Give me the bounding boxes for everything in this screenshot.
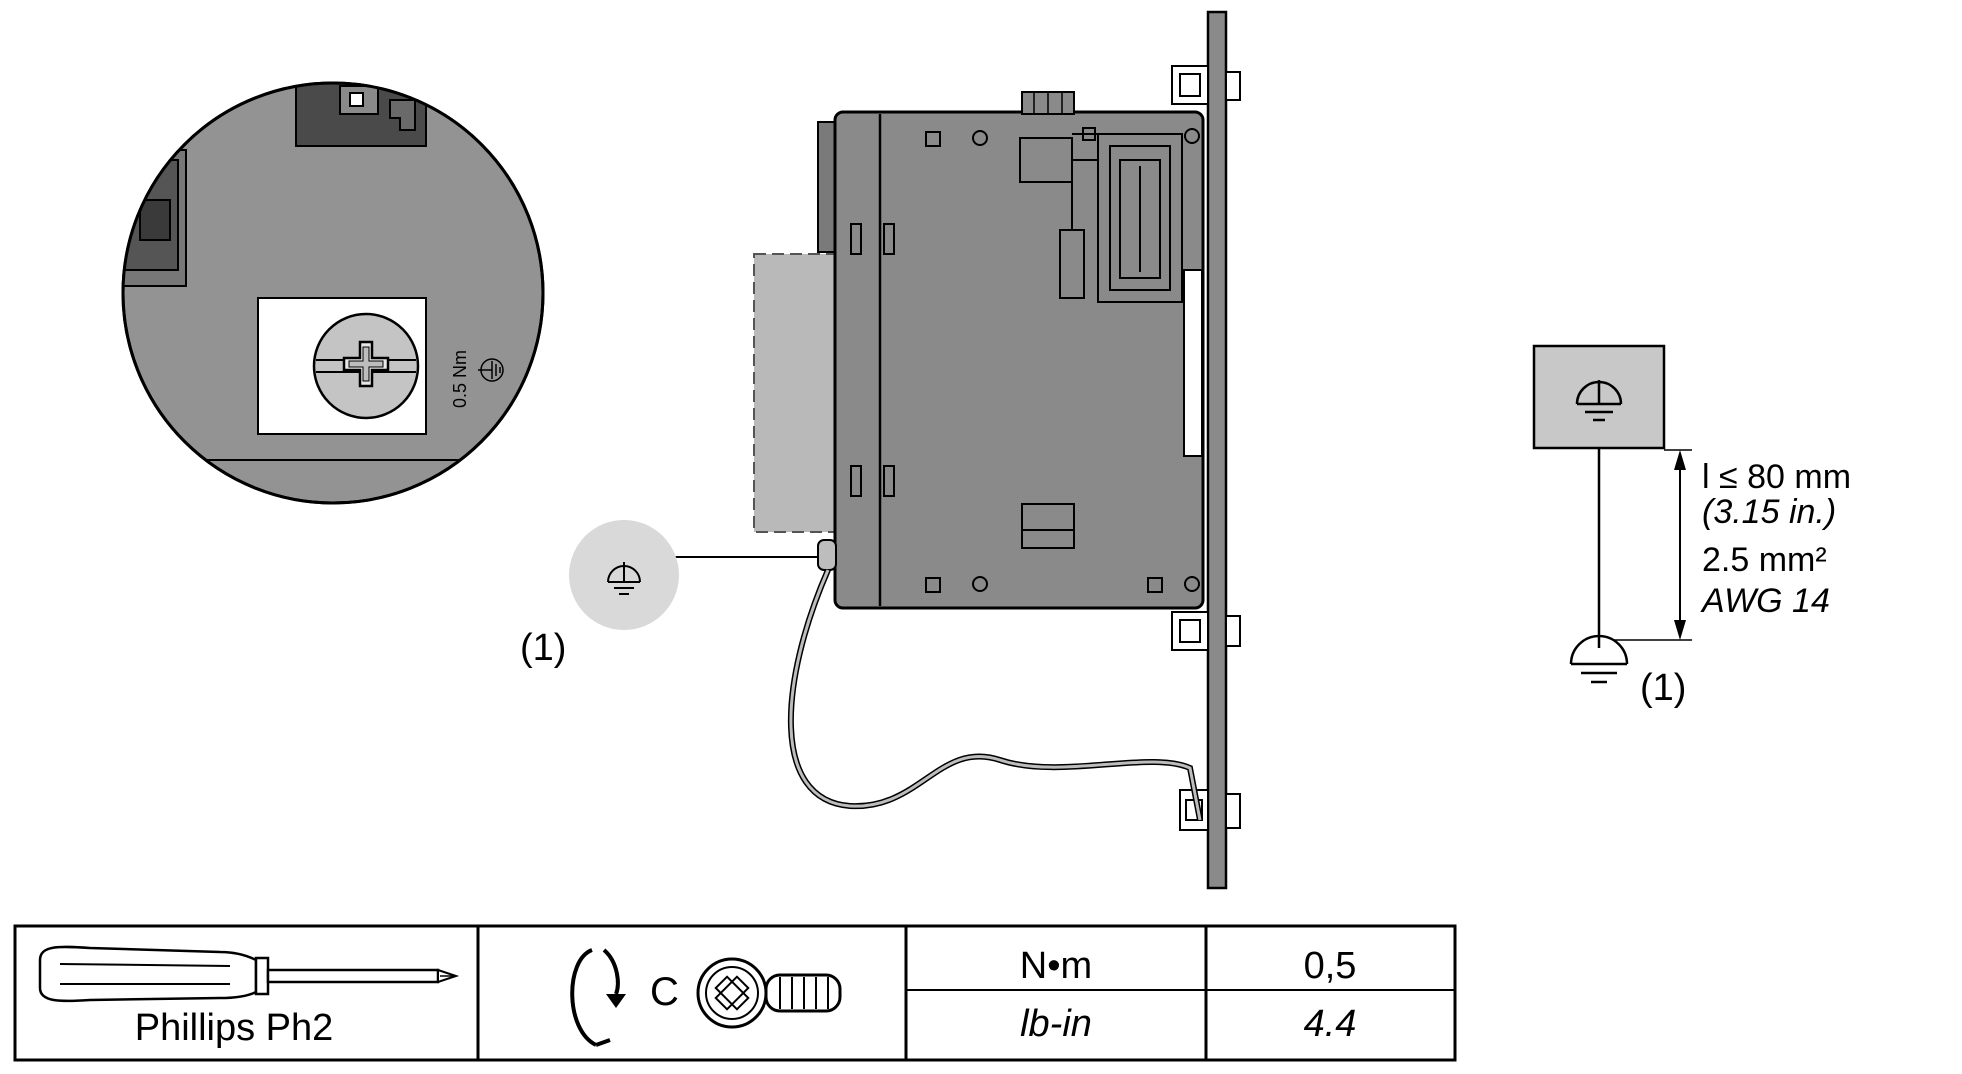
length-limit-label: l ≤ 80 mm	[1702, 458, 1851, 496]
torque-unit-imperial: lb-in	[1020, 1003, 1092, 1045]
magnifier-detail: 0.5 Nm	[121, 81, 545, 505]
torque-value-metric: 0,5	[1304, 945, 1357, 987]
screw-icon	[696, 957, 842, 1029]
magnifier-ground-icon	[478, 358, 504, 382]
schematic-callout-label: (1)	[1640, 667, 1686, 709]
ground-screw-icon	[312, 312, 420, 420]
ground-schematic: l ≤ 80 mm (3.15 in.) 2.5 mm² AWG 14 (1)	[1532, 344, 1851, 709]
mounting-clip	[1171, 65, 1241, 105]
torque-unit-metric: N•m	[1020, 945, 1092, 987]
magnifier-torque-label: 0.5 Nm	[450, 350, 470, 408]
tool-label: Phillips Ph2	[135, 1007, 334, 1049]
device-side-view: (1)	[520, 10, 1241, 890]
screwdriver-icon	[38, 945, 460, 1003]
accessory-dashed-outline	[753, 253, 839, 533]
device-callout-label: (1)	[520, 627, 566, 669]
mounting-panel	[1206, 10, 1228, 890]
mounting-clip	[1171, 611, 1241, 651]
rotation-label: C	[650, 970, 679, 1014]
tool-table: Phillips Ph2 C N•m lb-in 0,5 4.4	[13, 924, 1457, 1062]
terminal-ground-icon	[1575, 380, 1623, 422]
torque-value-imperial: 4.4	[1304, 1003, 1357, 1045]
wire-section-label: 2.5 mm²	[1702, 541, 1827, 579]
length-imperial-label: (3.15 in.)	[1702, 493, 1836, 531]
ground-callout-icon	[607, 562, 641, 595]
wire-gauge-label: AWG 14	[1700, 582, 1830, 620]
earth-ground-icon	[1569, 634, 1629, 684]
tighten-rotation-icon	[570, 948, 626, 1047]
